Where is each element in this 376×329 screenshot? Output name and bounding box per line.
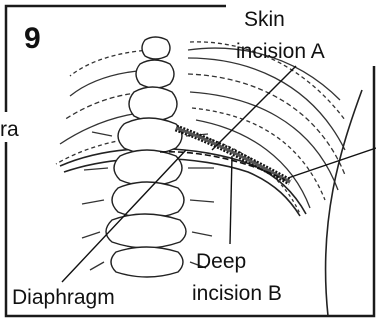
- skin-incision-label-line1: Skin: [244, 8, 285, 31]
- skin-incision-label-line2: incision A: [236, 40, 325, 63]
- deep-incision-label-line2: incision B: [192, 282, 282, 305]
- diaphragm-label: Diaphragm: [12, 286, 115, 309]
- vertebra-partial-label: ra: [0, 118, 19, 141]
- deep-incision-label-line1: Deep: [196, 250, 246, 273]
- figure-number: 9: [24, 22, 41, 55]
